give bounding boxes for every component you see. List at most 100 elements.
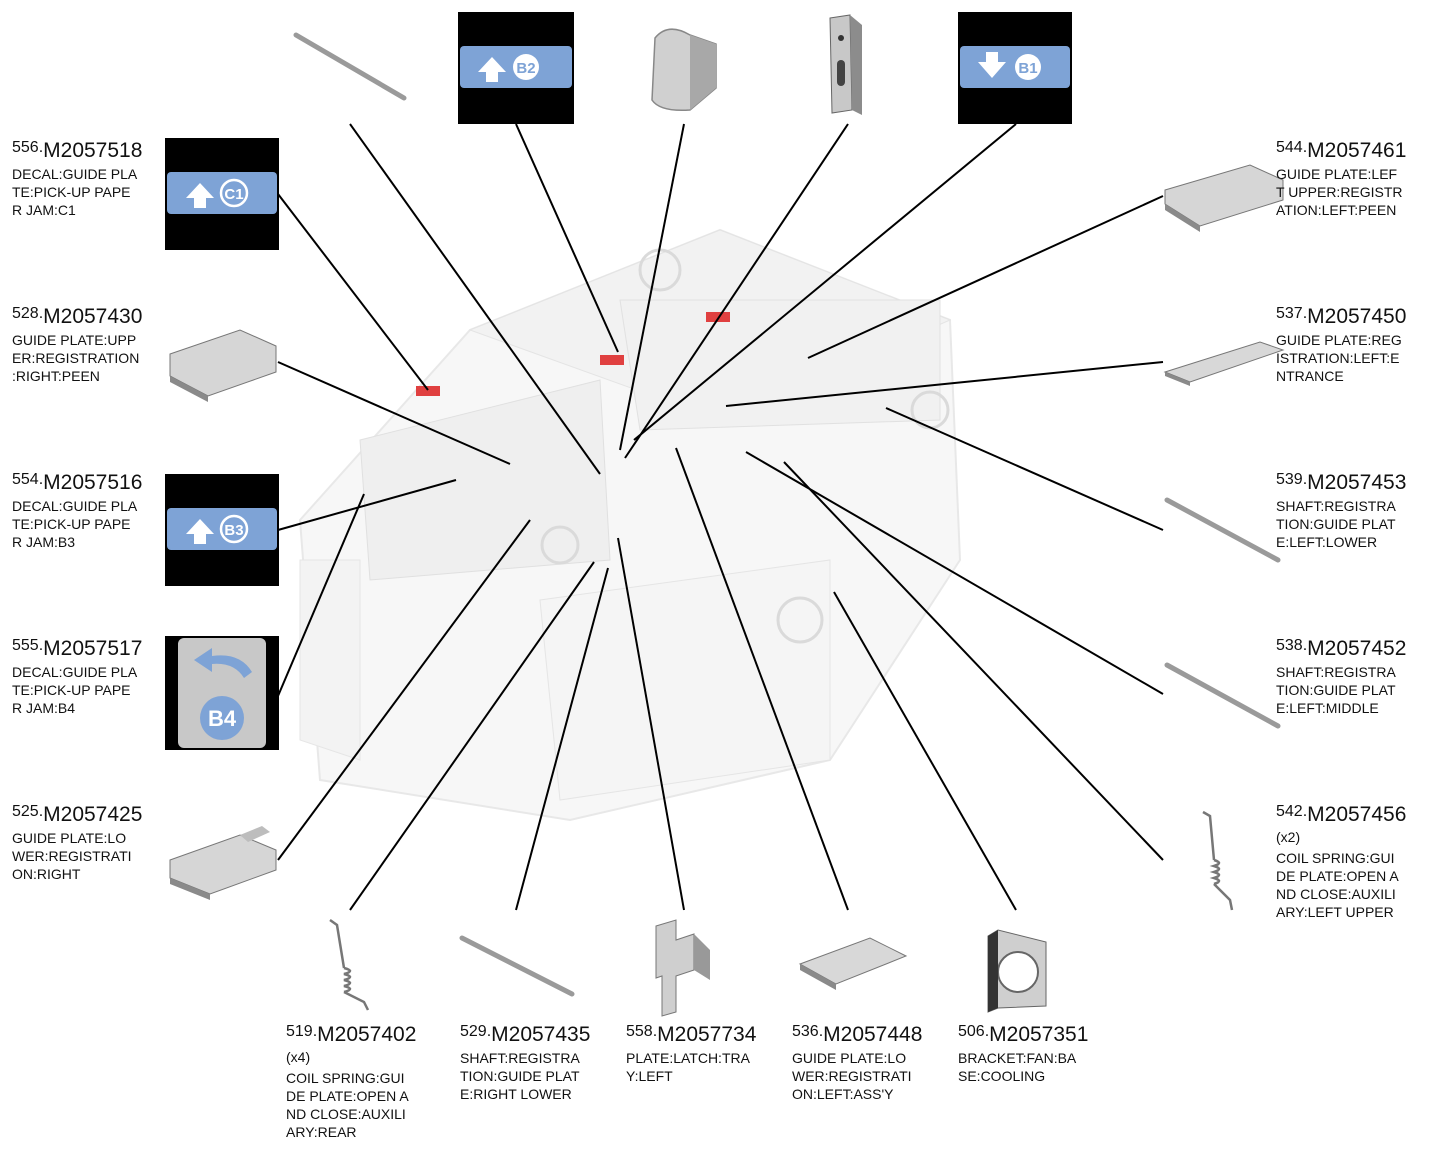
part-number: 525. (12, 803, 44, 820)
leader-line (885, 407, 1164, 531)
decal-badge (513, 54, 539, 80)
part-quantity: (x2) (1276, 829, 1301, 845)
part-description: DECAL:GUIDE PLA TE:PICK-UP PAPE R JAM:C1 (12, 166, 138, 218)
leader-line (349, 123, 601, 475)
part-code: M2057450 (1307, 305, 1407, 328)
leader-line (745, 451, 1164, 695)
part-reference: 556.M2057518 (12, 139, 143, 162)
part-reference: 506.M2057351 (958, 1023, 1089, 1046)
part-guide-plate-537 (1163, 341, 1285, 386)
part-description: PLATE:LATCH:TRA Y:LEFT (626, 1050, 750, 1084)
decal-label: B3 (224, 522, 243, 539)
part-reference: 536.M2057448 (792, 1023, 923, 1046)
part-code: M2057461 (1307, 139, 1407, 162)
part-code: M2057425 (43, 803, 143, 826)
leader-line (833, 591, 1017, 911)
part-shaft-top (293, 32, 407, 101)
part-cover (651, 28, 717, 112)
part-reference: 558.M2057734 (626, 1023, 757, 1046)
part-code: M2057351 (989, 1023, 1089, 1046)
part-latch-plate-558 (655, 919, 710, 1017)
leader-line (807, 195, 1164, 359)
part-callout-542: 542.M2057456 (x2) COIL SPRING:GUI DE PLATE… (1276, 804, 1406, 921)
leader-line (617, 537, 685, 911)
part-number: 529. (460, 1023, 492, 1040)
leader-line (277, 519, 531, 861)
part-reference: 525.M2057425 (12, 803, 143, 826)
part-reference: 555.M2057517 (12, 637, 143, 660)
leader-lines (277, 123, 1164, 911)
leader-line (277, 479, 457, 531)
part-description: SHAFT:REGISTRA TION:GUIDE PLAT E:LEFT:MI… (1276, 664, 1396, 716)
part-shaft-539 (1164, 497, 1281, 563)
part-shaft-538 (1164, 662, 1281, 729)
part-code: M2057430 (43, 305, 143, 328)
part-shaft-529 (459, 935, 575, 997)
leader-line (725, 361, 1164, 407)
part-guide-plate-525 (169, 826, 277, 900)
leader-line (515, 567, 609, 911)
part-number: 556. (12, 139, 44, 156)
part-number: 544. (1276, 139, 1308, 156)
part-code: M2057453 (1307, 471, 1407, 494)
part-number: 542. (1276, 803, 1308, 820)
part-code: M2057517 (43, 637, 143, 660)
decal-label: B1 (1018, 60, 1037, 77)
leader-line (675, 447, 849, 911)
red-marker (416, 386, 440, 396)
part-reference: 538.M2057452 (1276, 637, 1406, 660)
part-reference: 544.M2057461 (1276, 139, 1407, 162)
part-description: GUIDE PLATE:REG ISTRATION:LEFT:E NTRANCE (1276, 332, 1402, 384)
part-reference: 539.M2057453 (1276, 471, 1407, 494)
part-code: M2057734 (657, 1023, 757, 1046)
part-description: GUIDE PLATE:UPP ER:REGISTRATION :RIGHT:P… (12, 332, 140, 384)
part-reference: 542.M2057456 (1276, 803, 1407, 826)
part-reference: 529.M2057435 (460, 1023, 590, 1046)
part-code: M2057518 (43, 139, 143, 162)
part-code: M2057448 (823, 1023, 923, 1046)
decal-badge (219, 178, 249, 208)
decal-b4: B4 (165, 636, 279, 750)
part-guide-plate-536 (798, 937, 908, 990)
part-guide-plate-528 (169, 329, 277, 402)
part-description: COIL SPRING:GUI DE PLATE:OPEN A ND CLOSE… (286, 1070, 409, 1140)
part-description: DECAL:GUIDE PLA TE:PICK-UP PAPE R JAM:B4 (12, 664, 138, 716)
part-reference: 528.M2057430 (12, 305, 143, 328)
part-code: M2057456 (1307, 803, 1407, 826)
part-description: BRACKET:FAN:BA SE:COOLING (958, 1050, 1077, 1084)
part-description: SHAFT:REGISTRA TION:GUIDE PLAT E:LEFT:LO… (1276, 498, 1396, 550)
decal-badge (1015, 54, 1041, 80)
part-description: COIL SPRING:GUI DE PLATE:OPEN A ND CLOSE… (1276, 850, 1399, 920)
leader-line (515, 123, 619, 353)
part-description: SHAFT:REGISTRA TION:GUIDE PLAT E:RIGHT L… (460, 1050, 580, 1102)
curved-left-arrow-icon (194, 648, 252, 678)
decal-b1: B1 (958, 12, 1072, 124)
part-bracket-slot (829, 14, 862, 115)
down-arrow-icon (978, 52, 1006, 78)
part-description: GUIDE PLATE:LEF T UPPER:REGISTR ATION:LE… (1276, 166, 1403, 218)
decal-b2: B2 (458, 12, 574, 124)
part-number: 538. (1276, 637, 1308, 654)
part-description: DECAL:GUIDE PLA TE:PICK-UP PAPE R JAM:B3 (12, 498, 138, 550)
main-assembly (298, 228, 962, 822)
part-spring-519 (329, 918, 370, 1011)
part-reference: 554.M2057516 (12, 472, 142, 494)
part-number: 506. (958, 1023, 990, 1040)
part-guide-plate-544 (1164, 164, 1284, 232)
leader-line (624, 123, 849, 459)
part-number: 558. (626, 1023, 658, 1040)
part-description: GUIDE PLATE:LO WER:REGISTRATI ON:RIGHT (12, 830, 132, 882)
decal-label: C1 (224, 186, 243, 203)
leader-line (349, 561, 595, 911)
decal-badge (200, 696, 244, 740)
